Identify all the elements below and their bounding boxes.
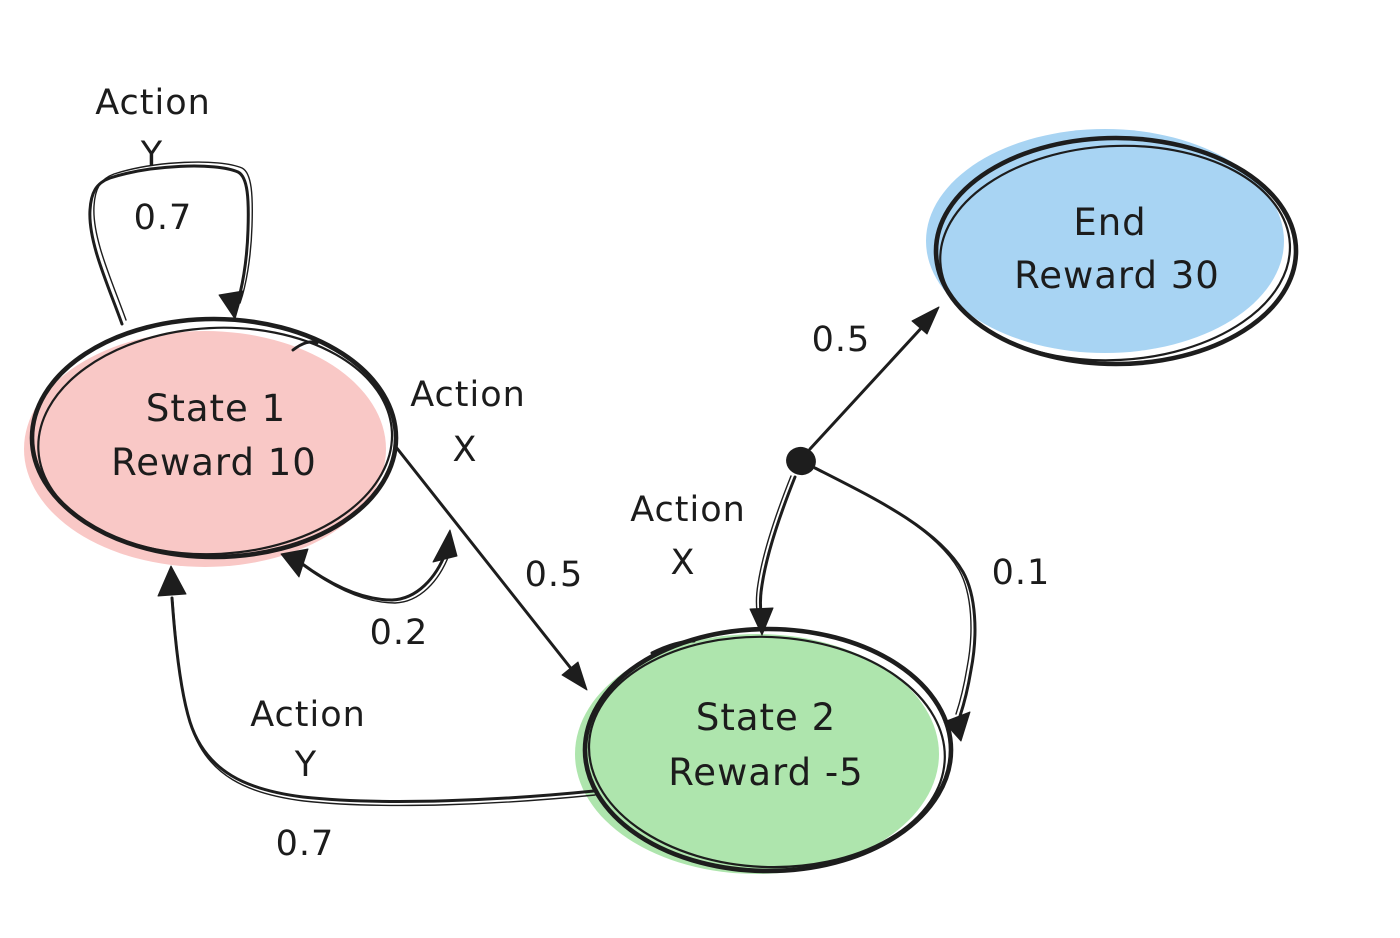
chance-node-dot: [786, 446, 816, 476]
edge-state1-to-state2: Action X 0.5: [394, 375, 588, 691]
state2-state1-curve-double: [172, 601, 596, 807]
state2-state1-action-name: Y: [294, 745, 317, 785]
end-fill-shadow: [926, 129, 1284, 353]
chance-state2-curve: [758, 475, 797, 614]
edge-state2-to-state1: Action Y 0.7: [157, 565, 596, 864]
edge-state1-self-loop: Action Y 0.7: [88, 83, 253, 326]
self-loop-probability: 0.7: [134, 198, 193, 238]
chance-loop-arrowhead-icon: [943, 711, 971, 742]
return-branch-arrowhead-left-icon: [280, 548, 309, 578]
end-reward: Reward 30: [1014, 254, 1220, 297]
chance-state2-action-label: Action: [630, 490, 746, 530]
state2-state1-action-label: Action: [250, 695, 366, 735]
return-branch-arrowhead-right-icon: [432, 529, 458, 563]
chance-node: [786, 446, 816, 476]
edge-chance-to-end: 0.5: [808, 306, 940, 451]
state1-ellipse: [29, 316, 399, 560]
state2-ellipse-sketch-outline: [587, 635, 946, 869]
state2-sketch-mark: [650, 639, 696, 655]
state1-state2-line: [394, 445, 575, 673]
state2-ellipse: [582, 626, 954, 874]
state1-state2-arrowhead-icon: [561, 661, 588, 691]
state1-state2-action-name: X: [453, 430, 478, 470]
chance-state2-curve-double: [755, 475, 792, 612]
chance-end-line: [808, 322, 927, 451]
state1-state2-probability: 0.5: [525, 555, 584, 595]
end-ellipse: [933, 135, 1299, 367]
chance-loop-probability: 0.1: [992, 553, 1051, 593]
self-loop-curve: [88, 164, 250, 326]
edge-state1-return-branch: 0.2: [280, 529, 458, 653]
chance-state2-arrowhead-icon: [749, 607, 774, 636]
self-loop-action-name: Y: [140, 135, 163, 175]
state1-title: State 1: [146, 387, 286, 430]
state2-reward: Reward -5: [668, 751, 863, 794]
chance-end-arrowhead-icon: [911, 306, 940, 335]
self-loop-action-label: Action: [95, 83, 211, 123]
chance-state2-action-name: X: [671, 543, 696, 583]
state2-state1-probability: 0.7: [276, 824, 335, 864]
chance-loop-curve-double: [810, 465, 972, 715]
state1-state2-action-label: Action: [410, 375, 526, 415]
node-end: End Reward 30: [926, 129, 1299, 367]
state2-title: State 2: [696, 696, 836, 739]
return-branch-curve: [299, 550, 448, 602]
return-branch-probability: 0.2: [370, 613, 429, 653]
edge-chance-loop-state2: 0.1: [810, 465, 1051, 742]
state2-fill-shadow: [575, 634, 939, 874]
self-loop-arrowhead-icon: [218, 290, 244, 320]
state1-ellipse-sketch-outline: [37, 326, 394, 556]
chance-end-probability: 0.5: [812, 320, 871, 360]
state1-fill-shadow: [24, 331, 386, 567]
self-loop-curve-double: [93, 161, 253, 321]
edge-chance-to-state2: Action X: [630, 475, 797, 636]
return-branch-curve-double: [303, 554, 450, 604]
state1-reward: Reward 10: [111, 441, 317, 484]
node-state2: State 2 Reward -5: [575, 626, 954, 874]
state1-sketch-mark: [291, 340, 319, 352]
node-state1: State 1 Reward 10: [24, 316, 399, 567]
end-title: End: [1073, 201, 1146, 244]
end-ellipse-sketch-outline: [939, 144, 1292, 362]
state2-state1-arrowhead-icon: [157, 565, 187, 597]
